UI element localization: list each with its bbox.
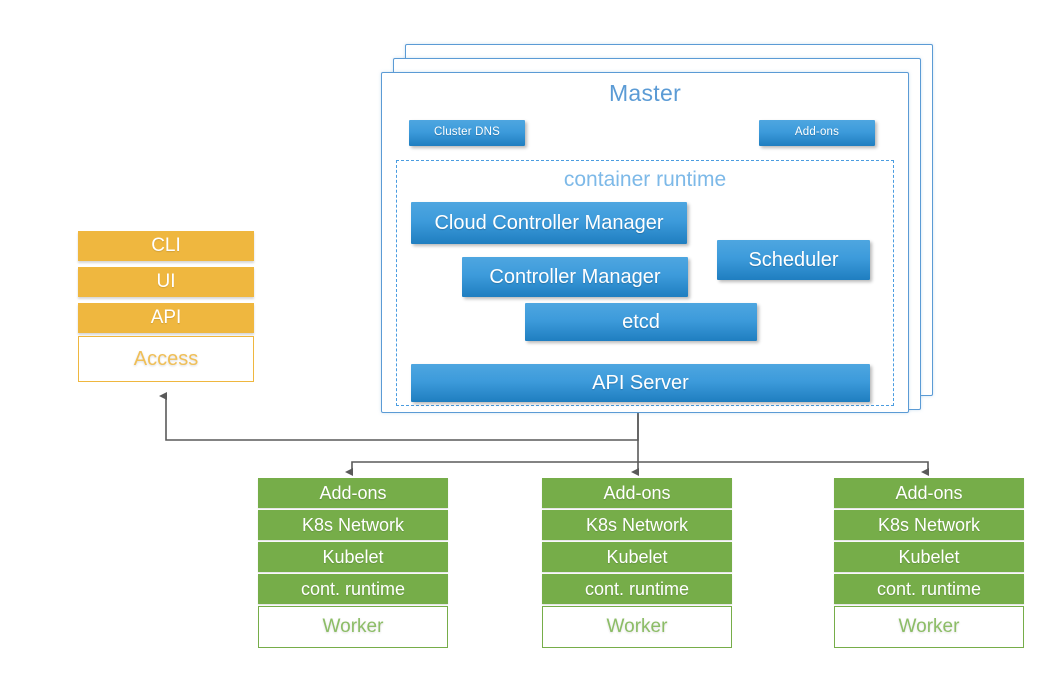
cluster-dns-box[interactable]: Cluster DNS: [409, 120, 525, 146]
worker-row-k8s-network[interactable]: K8s Network: [834, 510, 1024, 540]
master-addons-box[interactable]: Add-ons: [759, 120, 875, 146]
worker-label: Worker: [834, 606, 1024, 648]
cloud-controller-manager-box[interactable]: Cloud Controller Manager: [411, 202, 687, 244]
container-runtime-title: container runtime: [563, 168, 727, 191]
worker-row-k8s-network[interactable]: K8s Network: [258, 510, 448, 540]
worker-label: Worker: [542, 606, 732, 648]
container-runtime-box: [396, 160, 894, 406]
worker-row-cont-runtime[interactable]: cont. runtime: [542, 574, 732, 604]
etcd-box[interactable]: etcd: [525, 303, 757, 341]
worker-node-3[interactable]: Add-ons K8s Network Kubelet cont. runtim…: [834, 478, 1024, 653]
worker-row-cont-runtime[interactable]: cont. runtime: [834, 574, 1024, 604]
arrow-apiserver-worker3: [638, 461, 929, 476]
access-stack: CLI UI API Access: [78, 231, 254, 390]
worker-label: Worker: [258, 606, 448, 648]
worker-row-addons[interactable]: Add-ons: [834, 478, 1024, 508]
access-label: Access: [78, 336, 254, 382]
scheduler-box[interactable]: Scheduler: [717, 240, 870, 280]
worker-row-addons[interactable]: Add-ons: [542, 478, 732, 508]
access-row-cli[interactable]: CLI: [78, 231, 254, 261]
access-row-api[interactable]: API: [78, 303, 254, 333]
worker-node-1[interactable]: Add-ons K8s Network Kubelet cont. runtim…: [258, 478, 448, 653]
access-row-ui[interactable]: UI: [78, 267, 254, 297]
worker-node-2[interactable]: Add-ons K8s Network Kubelet cont. runtim…: [542, 478, 732, 653]
worker-row-kubelet[interactable]: Kubelet: [258, 542, 448, 572]
worker-row-k8s-network[interactable]: K8s Network: [542, 510, 732, 540]
worker-row-addons[interactable]: Add-ons: [258, 478, 448, 508]
worker-row-kubelet[interactable]: Kubelet: [542, 542, 732, 572]
worker-row-kubelet[interactable]: Kubelet: [834, 542, 1024, 572]
worker-row-cont-runtime[interactable]: cont. runtime: [258, 574, 448, 604]
master-title: Master: [608, 80, 682, 106]
api-server-box[interactable]: API Server: [411, 364, 870, 402]
controller-manager-box[interactable]: Controller Manager: [462, 257, 688, 297]
arrow-apiserver-worker1: [345, 461, 638, 476]
